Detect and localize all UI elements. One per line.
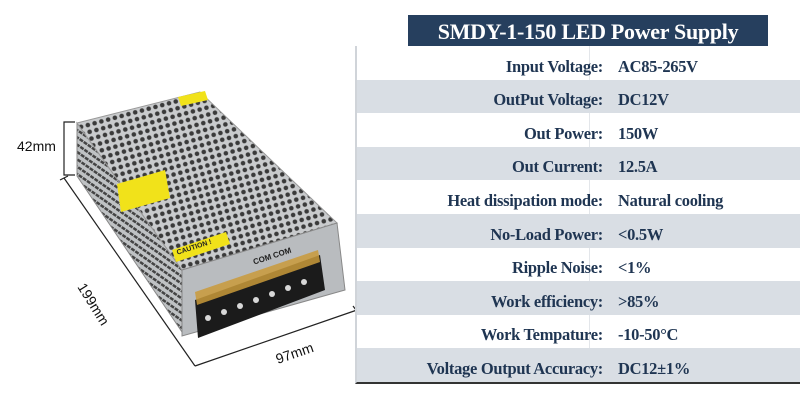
spec-row-output-voltage: OutPut Voltage: DC12V xyxy=(357,79,800,114)
spec-label: Voltage Output Accuracy: xyxy=(426,358,604,378)
spec-value: AC85-265V xyxy=(618,56,698,76)
top-label xyxy=(178,91,208,106)
power-supply-illustration xyxy=(59,91,360,367)
height-dimension-label: 42mm xyxy=(17,138,56,154)
spec-label: OutPut Voltage: xyxy=(493,90,603,110)
spec-label: No-Load Power: xyxy=(490,224,603,244)
spec-value: DC12±1% xyxy=(618,358,691,378)
spec-row-out-power: Out Power: 150W xyxy=(357,113,800,147)
screw-terminals xyxy=(205,279,307,321)
spec-row-temperature: Work Tempature: -10-50°C xyxy=(357,315,800,349)
spec-label: Work Tempature: xyxy=(480,325,603,345)
spec-row-efficiency: Work efficiency: >85% xyxy=(357,281,800,315)
spec-label: Ripple Noise: xyxy=(512,258,603,278)
spec-value: <1% xyxy=(618,258,652,278)
spec-row-heat-dissipation: Heat dissipation mode: Natural cooling xyxy=(357,180,800,214)
spec-value: DC12V xyxy=(618,90,669,110)
spec-value: <0.5W xyxy=(618,224,664,244)
caution-label xyxy=(172,232,230,262)
product-photo: CAUTION ! COM COM 42mm 199mm 97mm xyxy=(0,0,360,400)
spec-row-ripple-noise: Ripple Noise: <1% xyxy=(357,248,800,282)
spec-value: 12.5A xyxy=(618,157,658,177)
spec-row-accuracy: Voltage Output Accuracy: DC12±1% xyxy=(357,348,800,382)
warning-label xyxy=(117,170,170,212)
spec-row-out-current: Out Current: 12.5A xyxy=(357,146,800,181)
product-title: SMDY-1-150 LED Power Supply xyxy=(408,15,768,46)
dimension-lines xyxy=(59,121,360,367)
spec-value: 150W xyxy=(618,123,659,143)
spec-value: >85% xyxy=(618,291,660,311)
spec-value: Natural cooling xyxy=(618,190,724,210)
spec-label: Input Voltage: xyxy=(505,56,603,76)
terminal-block xyxy=(195,255,325,338)
spec-label: Heat dissipation mode: xyxy=(447,190,603,210)
terminal-cover xyxy=(195,250,320,305)
spec-label: Out Current: xyxy=(512,157,603,177)
spec-row-input-voltage: Input Voltage: AC85-265V xyxy=(357,46,800,80)
spec-row-no-load-power: No-Load Power: <0.5W xyxy=(357,213,800,248)
spec-label: Work efficiency: xyxy=(490,291,603,311)
spec-label: Out Power: xyxy=(523,123,603,143)
spec-table: Input Voltage: AC85-265V OutPut Voltage: D… xyxy=(355,46,800,384)
spec-value: -10-50°C xyxy=(618,325,679,345)
